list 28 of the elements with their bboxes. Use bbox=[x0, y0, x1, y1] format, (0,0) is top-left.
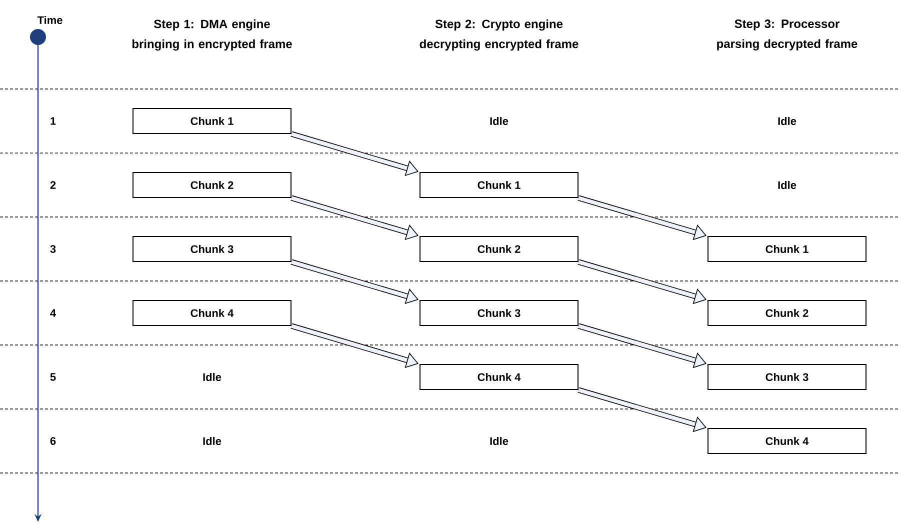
process-box: Chunk 1 bbox=[132, 108, 292, 134]
row-number: 5 bbox=[50, 373, 56, 381]
process-box: Chunk 3 bbox=[132, 236, 292, 262]
column-heading: Step 1: DMA engine bringing in encrypted frame bbox=[132, 19, 292, 51]
column-heading: Step 3: Processor parsing decrypted frame bbox=[717, 20, 858, 50]
process-box: Chunk 2 bbox=[420, 236, 578, 262]
row-number: 6 bbox=[50, 437, 56, 445]
status-text: Idle bbox=[778, 180, 796, 190]
row-number: 2 bbox=[50, 181, 56, 189]
process-box: Chunk 1 bbox=[708, 236, 866, 262]
process-box: Chunk 1 bbox=[420, 172, 578, 198]
status-text: Idle bbox=[490, 116, 508, 126]
process-box: Chunk 4 bbox=[708, 428, 866, 454]
axis-label: Time bbox=[37, 16, 62, 24]
row-number: 4 bbox=[50, 309, 56, 317]
status-text: Idle bbox=[203, 372, 222, 382]
process-box: Chunk 3 bbox=[708, 364, 866, 390]
process-box: Chunk 2 bbox=[132, 172, 292, 198]
status-text: Idle bbox=[778, 116, 796, 126]
status-text: Idle bbox=[490, 436, 508, 446]
status-text: Idle bbox=[203, 436, 222, 446]
process-box: Chunk 4 bbox=[132, 300, 292, 326]
process-box: Chunk 4 bbox=[420, 364, 578, 390]
process-box: Chunk 2 bbox=[708, 300, 866, 326]
row-number: 3 bbox=[50, 245, 56, 253]
column-heading: Step 2: Crypto engine decrypting encrypted frame bbox=[420, 19, 578, 51]
row-number: 1 bbox=[50, 117, 56, 125]
process-box: Chunk 3 bbox=[420, 300, 578, 326]
